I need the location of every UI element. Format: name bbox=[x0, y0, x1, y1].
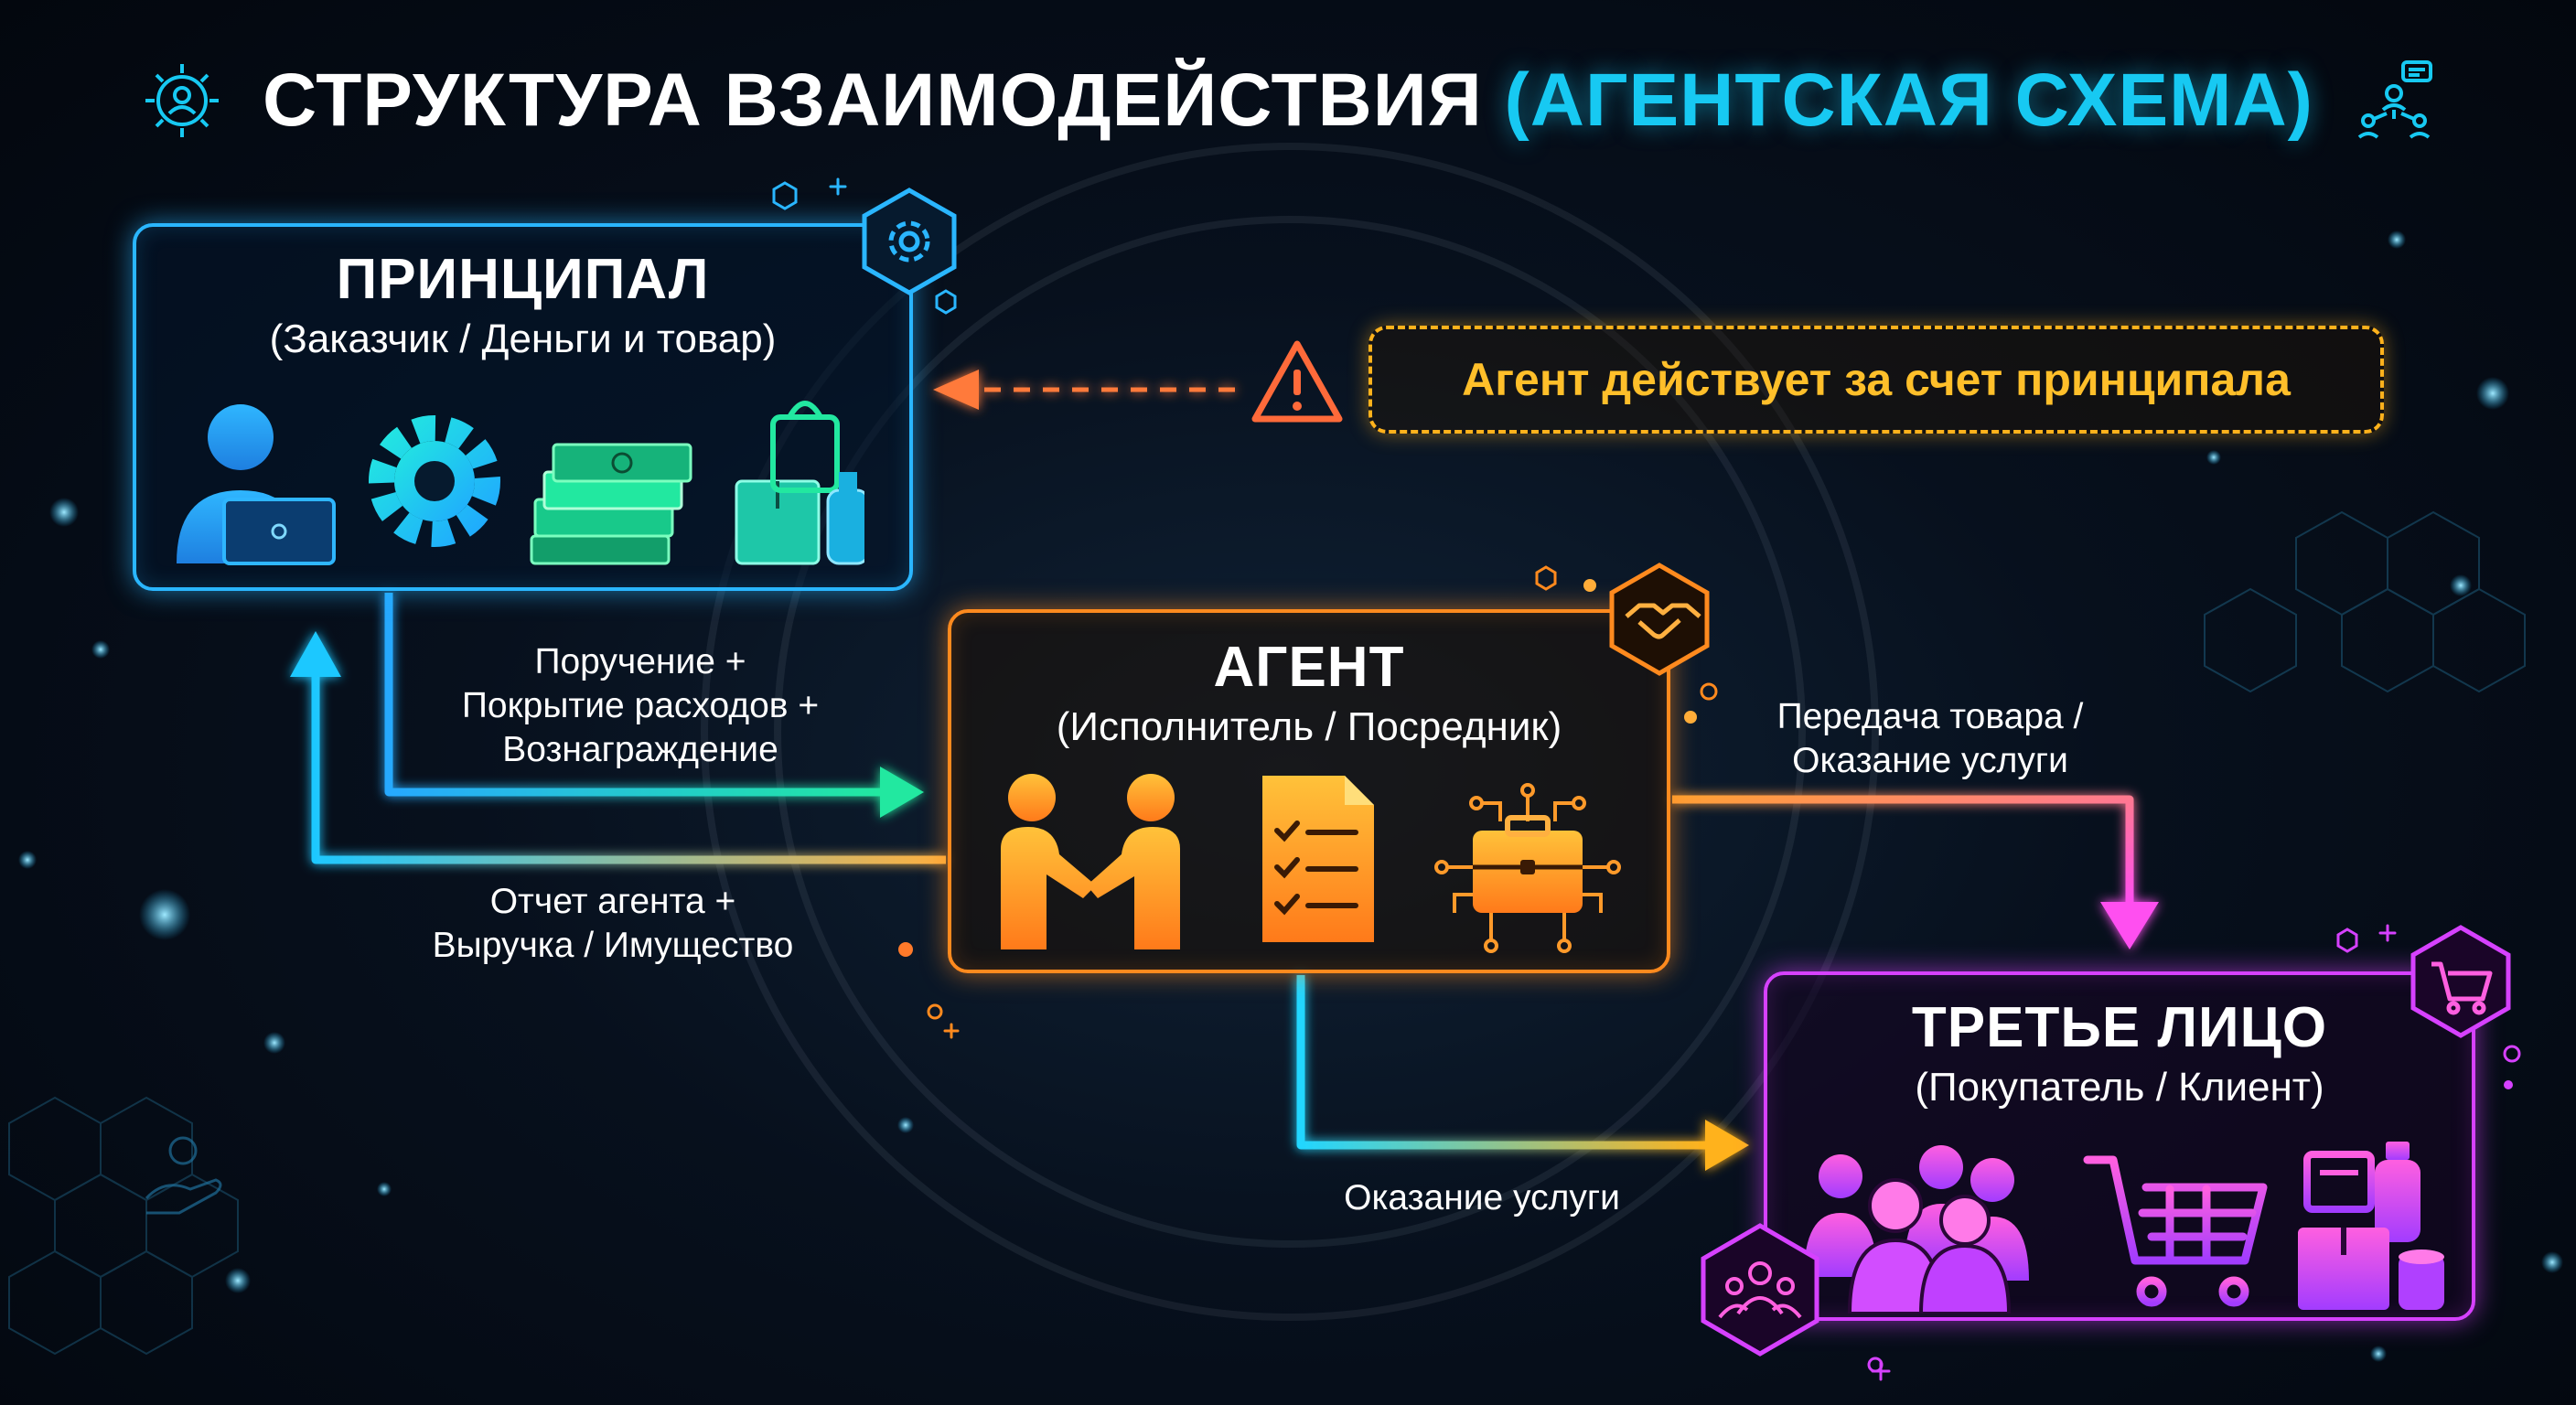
team-network-icon bbox=[2357, 60, 2432, 139]
flow-label-line: Поручение + bbox=[534, 642, 746, 681]
flow-label-line: Отчет агента + bbox=[489, 882, 736, 921]
glow-dots-orange bbox=[898, 579, 2513, 1089]
arrowhead-principal-to-agent bbox=[880, 767, 924, 818]
flow-label-principal-to-agent: Поручение + Покрытие расходов + Вознагра… bbox=[412, 640, 869, 772]
principal-title: ПРИНЦИПАЛ bbox=[336, 248, 710, 311]
glow-dots bbox=[18, 231, 2563, 1362]
arrowhead-agent-to-third-top bbox=[2100, 902, 2159, 949]
handshake-icon bbox=[1625, 603, 1701, 639]
agent-icons bbox=[1001, 774, 1621, 953]
briefcase-network-icon bbox=[1434, 783, 1621, 953]
note-box: Агент действует за счет принципала bbox=[1368, 326, 2384, 434]
flow-label-line: Оказание услуги bbox=[1792, 741, 2068, 780]
arrow-agent-to-third-top bbox=[1672, 795, 2134, 902]
checklist-icon bbox=[1262, 776, 1374, 942]
arrowhead-agent-to-third-bottom bbox=[1705, 1120, 1749, 1171]
customers-group-icon bbox=[1804, 1145, 2029, 1314]
plus-signs bbox=[829, 177, 2397, 1381]
cart-icon bbox=[2431, 961, 2493, 1015]
third-party-icons bbox=[1804, 1142, 2444, 1314]
gear-icon bbox=[369, 415, 500, 547]
flow-label-agent-to-principal: Отчет агента + Выручка / Имущество bbox=[375, 880, 851, 968]
node-third-party: ТРЕТЬЕ ЛИЦО (Покупатель / Клиент) bbox=[1701, 925, 2511, 1357]
watermark-emblem bbox=[701, 143, 1879, 1321]
node-principal: ПРИНЦИПАЛ (Заказчик / Деньги и товар) bbox=[133, 188, 957, 591]
principal-subtitle: (Заказчик / Деньги и товар) bbox=[269, 316, 777, 361]
arrowhead-note-to-principal bbox=[933, 370, 979, 410]
handshake-people-icon bbox=[1001, 774, 1180, 949]
person-laptop-icon bbox=[177, 404, 336, 565]
title-main: СТРУКТУРА ВЗАИМОДЕЙСТВИЯ bbox=[263, 59, 1483, 142]
arrowhead-agent-to-principal bbox=[290, 631, 341, 677]
arrow-principal-to-agent bbox=[384, 593, 880, 797]
goods-icon bbox=[735, 401, 864, 565]
page-title: СТРУКТУРА ВЗАИМОДЕЙСТВИЯ (АГЕНТСКАЯ СХЕМ… bbox=[263, 58, 2313, 144]
principal-badge bbox=[862, 188, 957, 295]
principal-icons bbox=[177, 401, 864, 565]
flow-label-line: Передача товара / bbox=[1776, 697, 2084, 736]
flow-label-agent-to-third-bottom: Оказание услуги bbox=[1281, 1176, 1683, 1220]
note-text: Агент действует за счет принципала bbox=[1462, 354, 2291, 405]
flow-label-line: Оказание услуги bbox=[1344, 1178, 1620, 1217]
arrow-agent-to-third-bottom bbox=[1296, 975, 1705, 1150]
small-decor bbox=[772, 181, 2521, 1373]
flow-label-line: Вознаграждение bbox=[502, 730, 778, 769]
agent-title: АГЕНТ bbox=[1213, 636, 1405, 699]
gear-user-icon bbox=[145, 64, 220, 137]
shopping-cart-icon bbox=[2083, 1155, 2268, 1307]
products-icon bbox=[2298, 1142, 2444, 1310]
page-header: СТРУКТУРА ВЗАИМОДЕЙСТВИЯ (АГЕНТСКАЯ СХЕМ… bbox=[0, 57, 2576, 145]
warning-icon bbox=[1251, 340, 1343, 423]
flow-label-line: Выручка / Имущество bbox=[432, 926, 794, 965]
arrow-agent-to-principal bbox=[311, 677, 946, 864]
customers-small-icon bbox=[1718, 1261, 1802, 1319]
flow-label-agent-to-third-top: Передача товара / Оказание услуги bbox=[1711, 695, 2150, 783]
flow-label-line: Покрытие расходов + bbox=[461, 686, 820, 725]
hex-grid-left bbox=[8, 1096, 239, 1356]
third-party-badge-bottom bbox=[1701, 1223, 1819, 1357]
hand-gear-icon bbox=[145, 1136, 222, 1215]
third-party-subtitle: (Покупатель / Клиент) bbox=[1915, 1065, 2324, 1110]
third-party-title: ТРЕТЬЕ ЛИЦО bbox=[1911, 996, 2328, 1059]
node-agent: АГЕНТ (Исполнитель / Посредник) bbox=[948, 563, 1710, 973]
title-accent: (АГЕНТСКАЯ СХЕМА) bbox=[1504, 59, 2313, 142]
hex-grid-right bbox=[2204, 510, 2526, 693]
money-stack-icon bbox=[530, 443, 692, 565]
agent-badge bbox=[1609, 563, 1710, 676]
third-party-badge-top bbox=[2410, 925, 2511, 1038]
agent-subtitle: (Исполнитель / Посредник) bbox=[1056, 704, 1562, 749]
gear-icon bbox=[888, 220, 930, 263]
